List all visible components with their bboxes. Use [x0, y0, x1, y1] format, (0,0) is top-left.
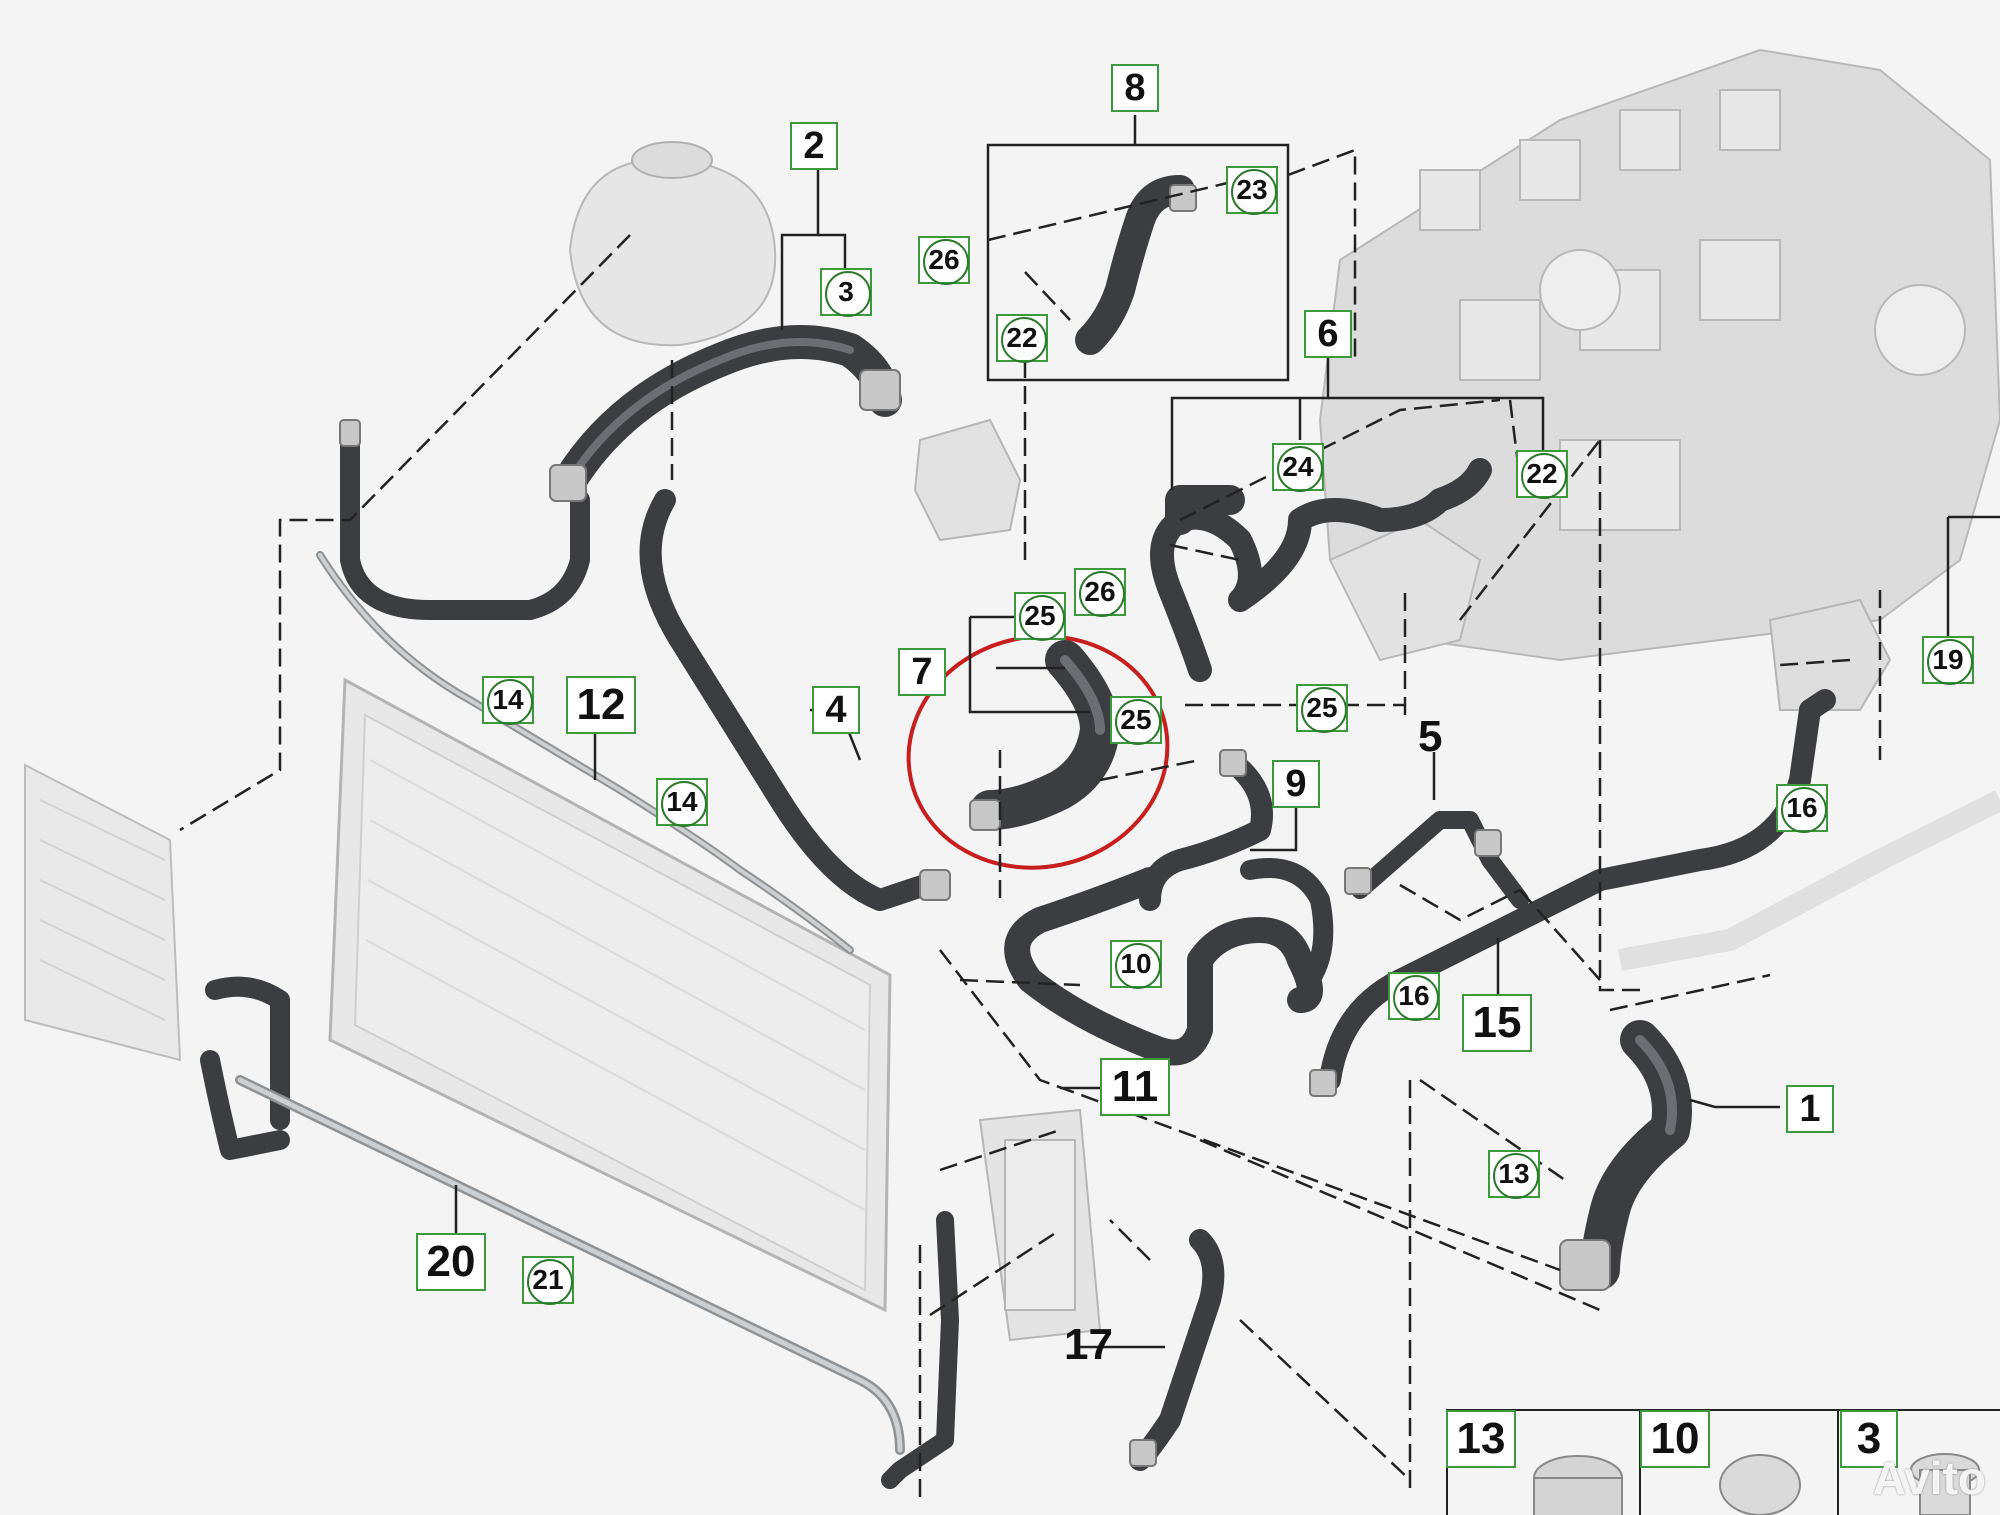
part-circle-19: 19 — [1922, 636, 1974, 685]
part-label-8: 8 — [1111, 64, 1159, 112]
part-label-6: 6 — [1304, 310, 1352, 358]
part-label-7: 7 — [898, 648, 946, 696]
part-circle-24: 24 — [1272, 443, 1324, 492]
hoses — [200, 175, 1836, 1489]
legend-box — [1446, 1409, 2000, 1515]
part-label-17: 17 — [1064, 1320, 1113, 1369]
part-circle-14a: 14 — [482, 676, 534, 725]
part-circle-21: 21 — [522, 1256, 574, 1305]
part-circle-25b: 25 — [1110, 696, 1162, 745]
part-circle-23: 23 — [1226, 166, 1278, 215]
coolant-pipe — [1618, 790, 2000, 971]
part-circle-25a: 25 — [1014, 592, 1066, 641]
hose-clamps — [339, 184, 1611, 1467]
coolant-reservoir — [978, 1108, 1102, 1342]
part-label-9: 9 — [1272, 760, 1320, 808]
part-label-11: 11 — [1100, 1058, 1170, 1116]
part-label-1: 1 — [1786, 1085, 1834, 1133]
part-circle-16b: 16 — [1776, 784, 1828, 833]
part-label-5: 5 — [1418, 712, 1443, 761]
part-circle-16a: 16 — [1388, 972, 1440, 1021]
leader-lines-solid — [454, 115, 2000, 1349]
part-circle-22b: 22 — [1516, 450, 1568, 499]
part-label-2: 2 — [790, 122, 838, 170]
expansion-tank — [568, 141, 777, 347]
engine-block — [1318, 48, 2000, 662]
legend-label-3: 3 — [1840, 1410, 1898, 1468]
part-label-15: 15 — [1462, 994, 1532, 1052]
part-label-4: 4 — [812, 686, 860, 734]
auxiliary-radiator — [24, 763, 182, 1062]
part-label-12: 12 — [566, 676, 636, 734]
part-circle-26b: 26 — [1074, 568, 1126, 617]
leader-lines-dashed — [179, 148, 1882, 1500]
part-label-20: 20 — [416, 1233, 486, 1291]
part-circle-3: 3 — [820, 268, 872, 317]
part-circle-13: 13 — [1488, 1150, 1540, 1199]
thermostat — [913, 418, 1022, 542]
part-circle-22a: 22 — [996, 314, 1048, 363]
part-circle-25c: 25 — [1296, 684, 1348, 733]
part-circle-14b: 14 — [656, 778, 708, 827]
part-circle-10: 10 — [1110, 940, 1162, 989]
legend-label-13: 13 — [1446, 1410, 1516, 1468]
thermostat-housing — [1768, 598, 1892, 711]
legend-label-10: 10 — [1640, 1410, 1710, 1468]
watermark: Avito — [1872, 1452, 1986, 1504]
part-circle-26a: 26 — [918, 236, 970, 285]
main-radiator — [328, 677, 892, 1313]
